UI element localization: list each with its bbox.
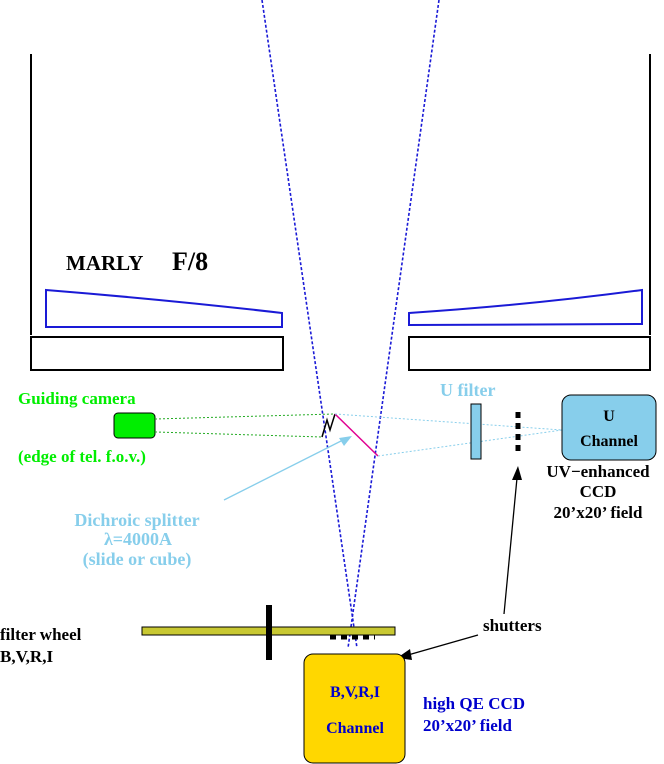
guiding-beam xyxy=(154,413,335,438)
left-base-plate xyxy=(30,336,284,371)
telescope-focal-ratio: F/8 xyxy=(172,247,208,276)
guiding-camera-label: Guiding camera xyxy=(18,389,136,408)
mirror-left-half xyxy=(45,288,283,328)
u-ccd-label-line1: UV−enhanced xyxy=(546,462,650,481)
dichroic-splitter xyxy=(334,413,379,457)
light-cone-left-ray xyxy=(261,0,358,649)
filter-wheel-label-line2: B,V,R,I xyxy=(0,647,53,666)
right-base-plate xyxy=(408,336,651,371)
mirror-right-half xyxy=(408,288,643,327)
bvri-ccd-label-line1: high QE CCD xyxy=(423,694,525,713)
u-channel-camera xyxy=(561,394,657,461)
u-channel-label-line2: Channel xyxy=(580,433,638,450)
uv-beam-upper xyxy=(334,413,563,431)
shutters-arrow-up-line xyxy=(503,477,518,615)
telescope-name: MARLY xyxy=(66,251,143,275)
pickoff-mirror xyxy=(321,413,336,438)
guiding-camera xyxy=(113,412,156,439)
guiding-fov-label: (edge of tel. f.o.v.) xyxy=(18,447,146,466)
bvri-channel-label-line2: Channel xyxy=(326,720,384,737)
dichroic-label-line3: (slide or cube) xyxy=(83,549,192,570)
uv-beam xyxy=(334,413,563,457)
shutters-label: shutters xyxy=(483,616,542,635)
shutters-arrow-up-head xyxy=(512,466,522,480)
guiding-beam-upper xyxy=(154,413,335,420)
dichroic-label-line2: λ=4000A xyxy=(104,529,172,549)
shutters-arrow-down-line xyxy=(407,634,479,656)
u-ccd-label-line2: CCD xyxy=(580,482,617,501)
bvri-channel-label-line1: B,V,R,I xyxy=(330,684,380,701)
uv-beam-lower xyxy=(377,429,563,457)
primary-mirror xyxy=(45,288,643,328)
light-cone xyxy=(261,0,440,649)
guiding-beam-lower xyxy=(154,431,323,438)
u-filter-label: U filter xyxy=(440,380,495,400)
bvri-ccd-label-line2: 20’x20’ field xyxy=(423,716,512,735)
light-cone-right-ray xyxy=(347,0,440,649)
u-channel-label-line1: U xyxy=(603,408,615,425)
dichroic-arrowhead xyxy=(339,436,352,446)
u-ccd-label-line3: 20’x20’ field xyxy=(554,503,643,522)
filter-wheel-label-line1: filter wheel xyxy=(0,625,82,644)
bvri-channel-camera xyxy=(303,653,406,764)
filter-wheel-axle xyxy=(266,605,272,660)
dichroic-arrow-line xyxy=(223,438,346,501)
telescope-tube xyxy=(30,54,651,371)
dichroic-label-line1: Dichroic splitter xyxy=(74,510,199,530)
u-filter xyxy=(470,403,482,460)
